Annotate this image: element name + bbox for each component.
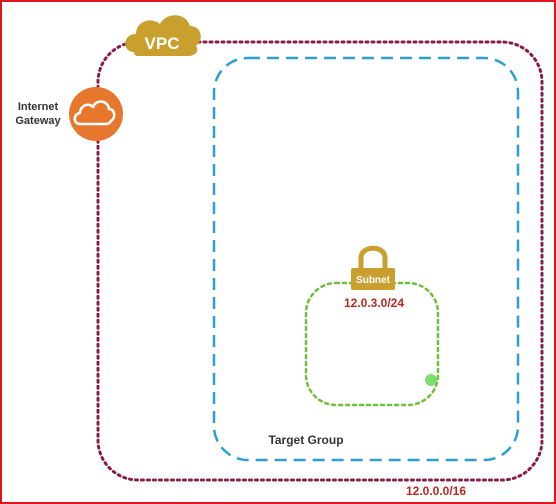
target-group-boundary [212,56,520,462]
subnet-endpoint-dot [425,374,437,386]
vpc-boundary [96,40,544,482]
target-group-label: Target Group [268,433,343,447]
internet-gateway [69,87,123,141]
internet-gateway-label-line2: Gateway [15,115,61,127]
cloud-icon [73,100,116,126]
internet-gateway-circle [69,87,123,141]
subnet-cidr: 12.0.3.0/24 [344,296,404,310]
lock-icon: Subnet [351,245,395,290]
vpc-cloud-icon: VPC [125,15,201,57]
vpc-label: VPC [145,34,180,53]
vpc-cidr: 12.0.0.0/16 [406,484,466,498]
subnet-label: Subnet [356,275,391,286]
internet-gateway-label-line1: Internet [18,101,59,113]
